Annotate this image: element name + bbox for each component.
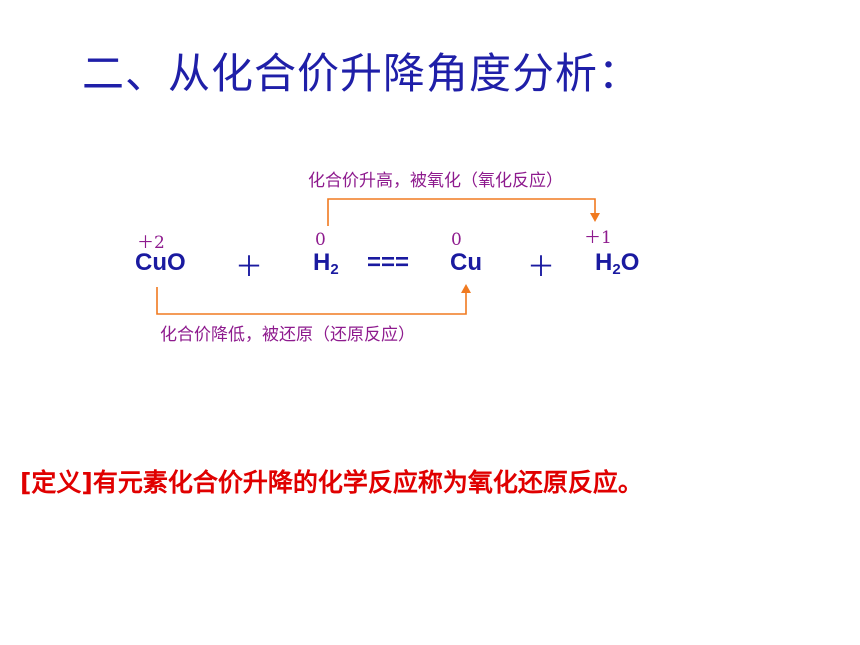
oxidation-state-cuo: ＋2 — [137, 233, 165, 253]
definition-tag: [定义] — [20, 468, 93, 497]
oxidation-bracket — [327, 198, 596, 226]
reduction-annotation: 化合价降低，被还原（还原反应） — [160, 325, 415, 345]
oxidation-state-h2o: ＋1 — [584, 228, 612, 248]
product-cu: Cu — [450, 249, 482, 276]
oxidation-arrowhead — [590, 213, 600, 222]
reactant-h2: H2 — [313, 249, 339, 278]
oxidation-state-cu: 0 — [451, 230, 462, 250]
plus-sign-1: ＋ — [235, 251, 264, 282]
equals-sign: === — [367, 249, 410, 276]
reduction-bracket — [156, 287, 467, 315]
product-h2o: H2O — [595, 249, 640, 278]
page-title: 二、从化合价升降角度分析： — [82, 49, 642, 98]
plus-sign-2: ＋ — [527, 251, 556, 282]
reactant-cuo: CuO — [135, 249, 186, 276]
oxidation-annotation: 化合价升高，被氧化（氧化反应） — [308, 171, 563, 191]
reduction-arrowhead — [461, 284, 471, 293]
definition-line: [定义]有元素化合价升降的化学反应称为氧化还原反应。 — [20, 463, 643, 499]
definition-text: 有元素化合价升降的化学反应称为氧化还原反应。 — [92, 468, 643, 497]
oxidation-state-h2: 0 — [315, 230, 326, 250]
